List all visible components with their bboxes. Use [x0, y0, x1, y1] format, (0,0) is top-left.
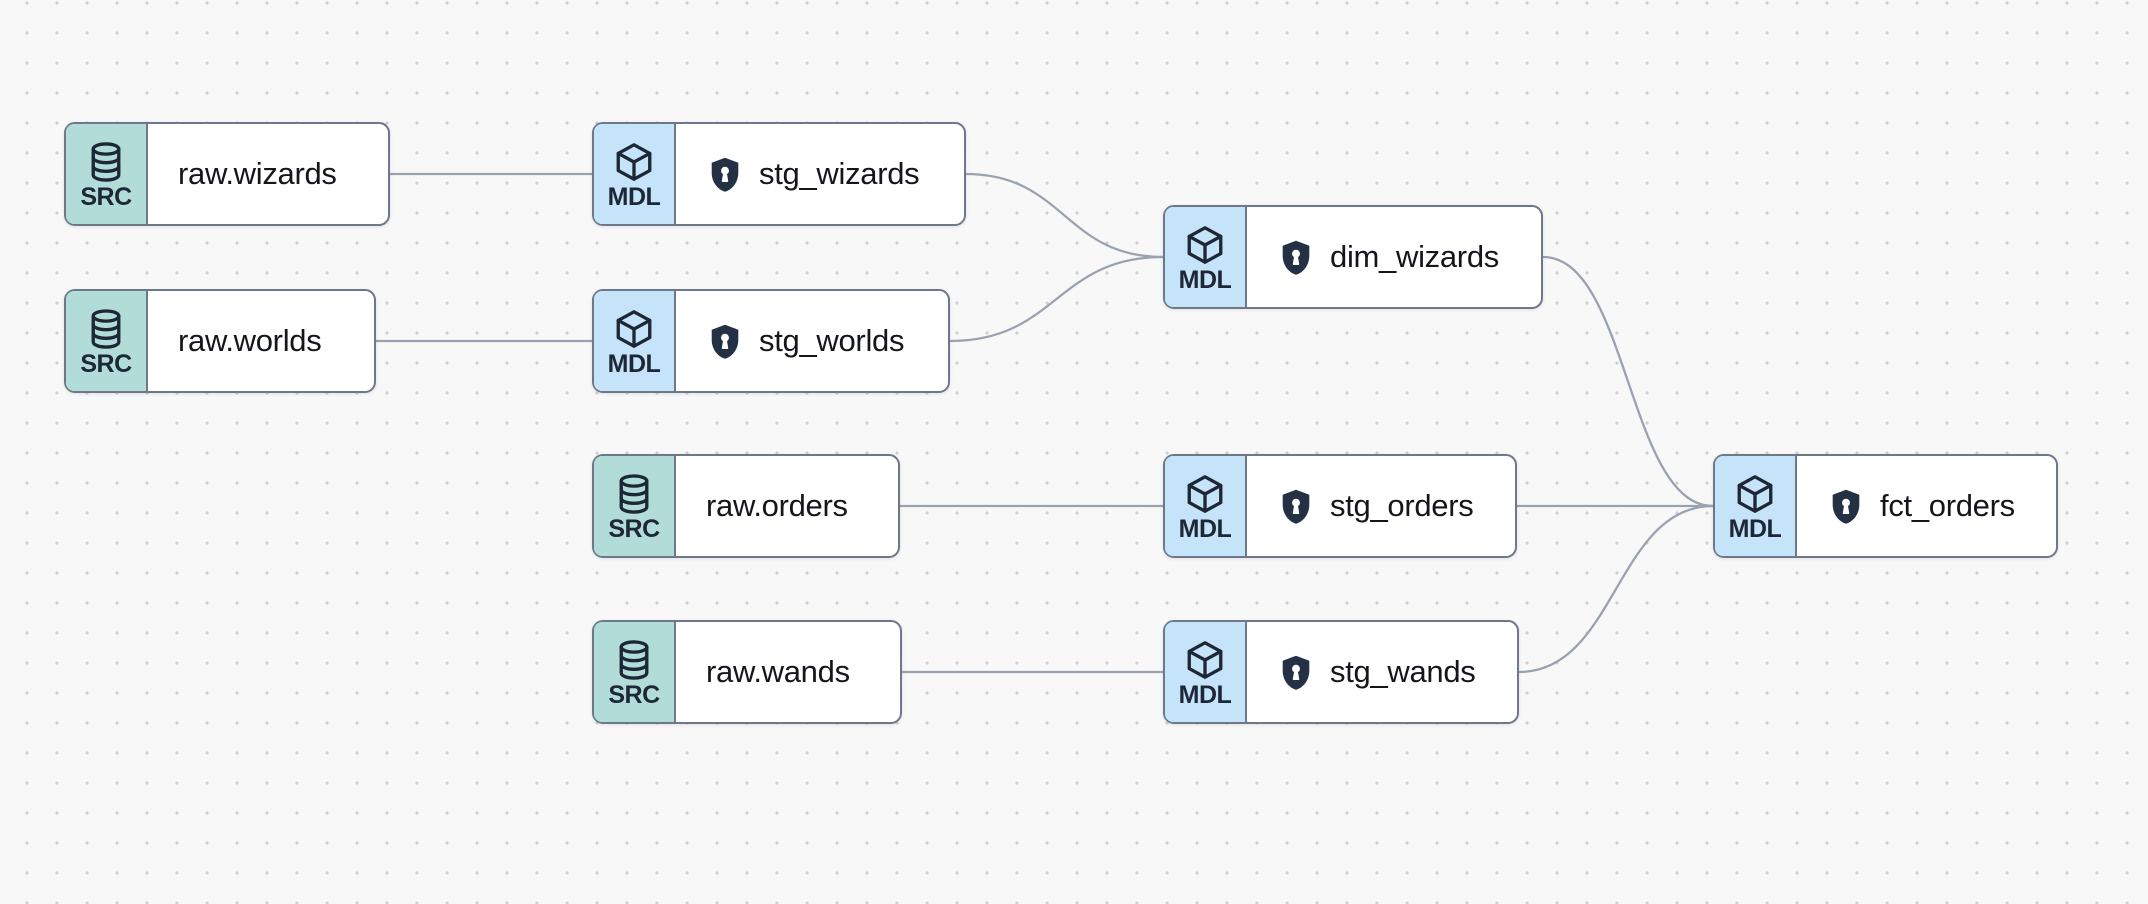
shield-lock-icon: [711, 324, 739, 359]
shield-lock-icon: [1282, 240, 1310, 275]
node-body: stg_wands: [1247, 622, 1517, 722]
cube-icon: [1187, 226, 1223, 264]
node-name-label: raw.worlds: [178, 323, 322, 358]
node-type-label: MDL: [607, 349, 661, 378]
node-type-label: MDL: [1178, 680, 1232, 709]
node-type-badge: SRC: [66, 124, 148, 224]
node-type-label: SRC: [80, 349, 132, 378]
node-body: raw.wizards: [148, 124, 388, 224]
edge-dim_wizards-to-fct_orders: [1542, 255, 1714, 508]
cube-icon: [616, 310, 652, 348]
lineage-node-raw.wizards[interactable]: SRC raw.wizards: [64, 122, 390, 226]
node-name-label: stg_worlds: [759, 323, 905, 358]
lineage-node-stg_worlds[interactable]: MDL stg_worlds: [592, 289, 950, 393]
node-type-badge: MDL: [594, 124, 676, 224]
node-name-label: stg_wizards: [759, 156, 920, 191]
cube-icon: [1187, 641, 1223, 679]
node-body: fct_orders: [1797, 456, 2056, 556]
cube-icon: [616, 143, 652, 181]
node-type-badge: MDL: [594, 291, 676, 391]
lineage-node-raw.orders[interactable]: SRC raw.orders: [592, 454, 900, 558]
node-type-badge: MDL: [1165, 207, 1247, 307]
shield-lock-icon: [711, 157, 739, 192]
edge-stg_wands-to-fct_orders: [1518, 504, 1714, 674]
database-icon: [619, 640, 649, 680]
lineage-node-stg_wands[interactable]: MDL stg_wands: [1163, 620, 1519, 724]
node-name-label: raw.orders: [706, 488, 848, 523]
node-body: stg_wizards: [676, 124, 964, 224]
node-type-label: MDL: [607, 182, 661, 211]
cube-icon: [1187, 475, 1223, 513]
shield-lock-icon: [1282, 489, 1310, 524]
node-type-badge: MDL: [1165, 622, 1247, 722]
node-body: raw.orders: [676, 456, 898, 556]
node-name-label: dim_wizards: [1330, 239, 1499, 274]
node-type-label: SRC: [80, 182, 132, 211]
shield-lock-icon: [1282, 655, 1310, 690]
cube-icon: [1737, 475, 1773, 513]
node-name-label: stg_wands: [1330, 654, 1476, 689]
node-type-label: MDL: [1178, 265, 1232, 294]
node-name-label: raw.wands: [706, 654, 850, 689]
node-type-badge: MDL: [1165, 456, 1247, 556]
node-body: raw.worlds: [148, 291, 374, 391]
node-type-badge: MDL: [1715, 456, 1797, 556]
lineage-node-raw.worlds[interactable]: SRC raw.worlds: [64, 289, 376, 393]
lineage-node-fct_orders[interactable]: MDL fct_orders: [1713, 454, 2058, 558]
lineage-node-dim_wizards[interactable]: MDL dim_wizards: [1163, 205, 1543, 309]
node-name-label: stg_orders: [1330, 488, 1474, 523]
node-type-badge: SRC: [66, 291, 148, 391]
node-type-label: MDL: [1728, 514, 1782, 543]
node-body: stg_orders: [1247, 456, 1515, 556]
node-type-label: SRC: [608, 680, 660, 709]
node-body: dim_wizards: [1247, 207, 1541, 307]
edge-stg_worlds-to-dim_wizards: [949, 255, 1164, 343]
node-type-label: SRC: [608, 514, 660, 543]
node-body: stg_worlds: [676, 291, 948, 391]
node-type-label: MDL: [1178, 514, 1232, 543]
database-icon: [91, 309, 121, 349]
node-body: raw.wands: [676, 622, 900, 722]
node-type-badge: SRC: [594, 622, 676, 722]
edge-stg_wizards-to-dim_wizards: [965, 172, 1164, 259]
lineage-node-stg_orders[interactable]: MDL stg_orders: [1163, 454, 1517, 558]
node-name-label: raw.wizards: [178, 156, 337, 191]
database-icon: [91, 142, 121, 182]
database-icon: [619, 474, 649, 514]
shield-lock-icon: [1832, 489, 1860, 524]
node-type-badge: SRC: [594, 456, 676, 556]
lineage-node-stg_wizards[interactable]: MDL stg_wizards: [592, 122, 966, 226]
lineage-node-raw.wands[interactable]: SRC raw.wands: [592, 620, 902, 724]
node-name-label: fct_orders: [1880, 488, 2015, 523]
